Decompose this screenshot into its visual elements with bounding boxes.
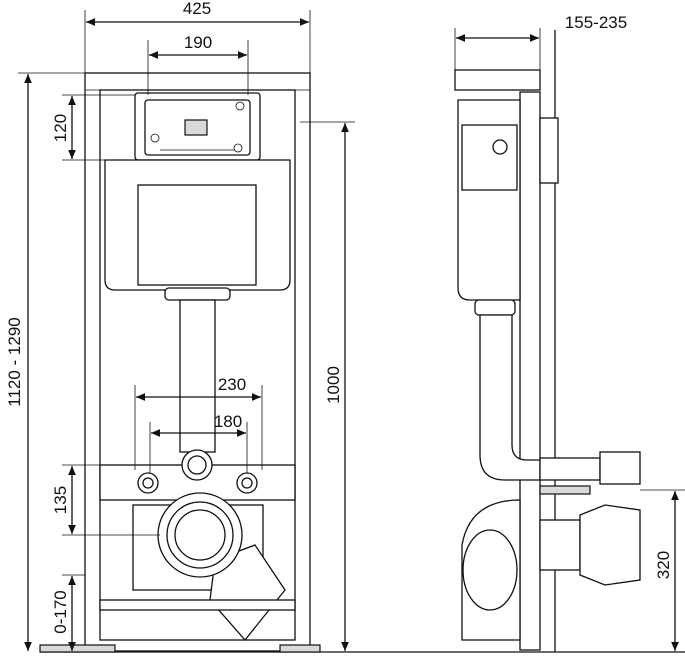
dim-button-spacing: 190 bbox=[184, 33, 212, 52]
dim-bolt-inner: 180 bbox=[214, 412, 242, 431]
dim-drain-height: 320 bbox=[654, 551, 673, 579]
dim-foot-adjust: 0-170 bbox=[51, 590, 70, 633]
side-drain-connector bbox=[579, 504, 641, 586]
dim-width: 425 bbox=[183, 0, 211, 18]
side-dimensions: 155-235 320 bbox=[454, 13, 685, 651]
dim-total-height: 1120 - 1290 bbox=[5, 317, 24, 406]
front-view bbox=[39, 72, 321, 653]
dim-panel-height: 120 bbox=[51, 114, 70, 142]
front-dimensions: 425 190 120 1120 - 1290 230 180 135 0-17… bbox=[5, 0, 355, 651]
dim-depth: 155-235 bbox=[565, 13, 627, 32]
dim-bolt-height: 135 bbox=[51, 486, 70, 514]
side-view bbox=[454, 30, 641, 652]
flush-pipe bbox=[179, 299, 216, 453]
dim-bolt-outer: 230 bbox=[218, 375, 246, 394]
drain-elbow bbox=[209, 544, 286, 642]
dim-1000: 1000 bbox=[324, 366, 343, 404]
